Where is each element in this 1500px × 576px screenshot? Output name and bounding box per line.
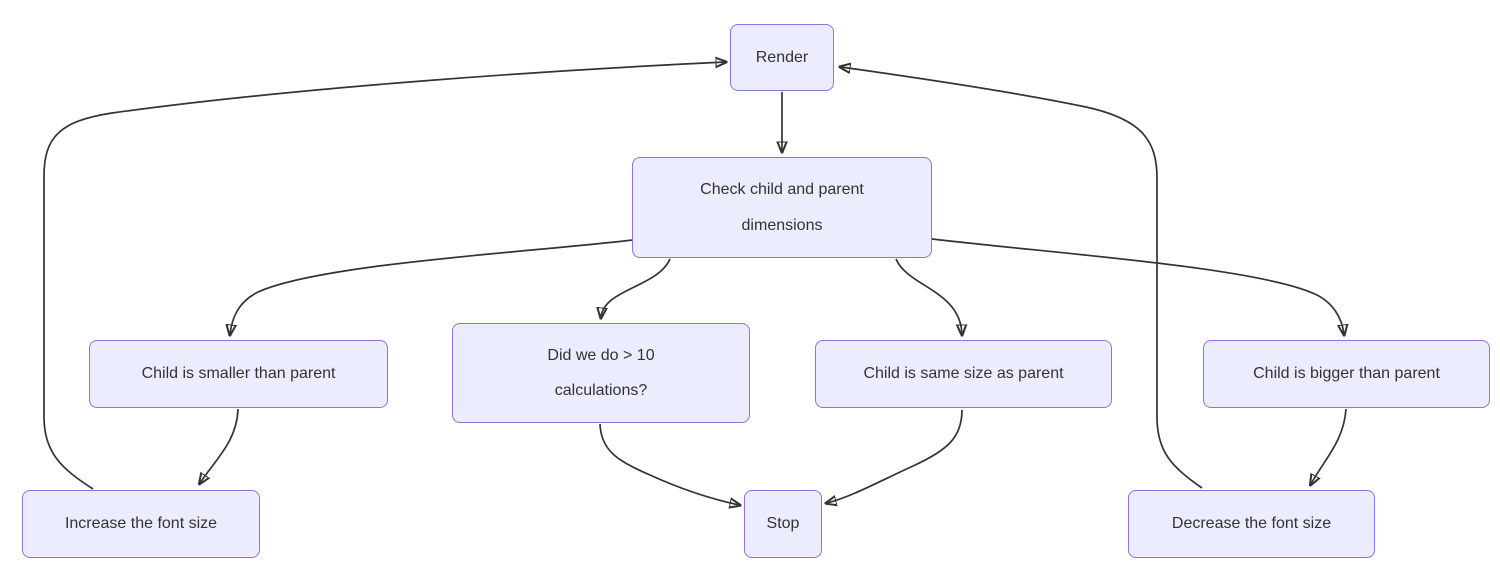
- edge-check-to-bigger: [931, 238, 1344, 334]
- edge-smaller-to-increase: [200, 408, 239, 483]
- node-render-label: Render: [755, 48, 809, 66]
- node-stop-label: Stop: [766, 515, 800, 533]
- node-child-smaller: Child is smaller than parent: [89, 340, 388, 408]
- node-render: Render: [730, 24, 834, 91]
- node-calculations-check: Did we do > 10 calculations?: [452, 323, 750, 423]
- node-child-bigger-label: Child is bigger than parent: [1253, 365, 1440, 383]
- edge-bigger-to-decrease: [1311, 408, 1347, 484]
- node-child-smaller-label: Child is smaller than parent: [141, 365, 336, 383]
- node-stop: Stop: [744, 490, 822, 558]
- edge-increase-to-render: [43, 62, 725, 490]
- node-calculations-check-label: Did we do > 10 calculations?: [547, 346, 655, 399]
- edge-calculations-to-stop: [599, 423, 739, 505]
- node-increase-font: Increase the font size: [22, 490, 260, 558]
- node-child-same-size: Child is same size as parent: [815, 340, 1112, 408]
- node-decrease-font: Decrease the font size: [1128, 490, 1375, 558]
- node-check-dimensions: Check child and parent dimensions: [632, 157, 932, 258]
- edge-same-to-stop: [827, 409, 963, 503]
- edge-check-to-calculations: [601, 258, 671, 317]
- edge-check-to-same: [895, 258, 962, 334]
- node-increase-font-label: Increase the font size: [64, 515, 218, 533]
- edge-check-to-smaller: [230, 239, 634, 334]
- node-check-dimensions-label: Check child and parent dimensions: [700, 181, 864, 234]
- node-child-same-size-label: Child is same size as parent: [863, 365, 1064, 383]
- node-child-bigger: Child is bigger than parent: [1203, 340, 1490, 408]
- edge-decrease-to-render: [841, 67, 1203, 489]
- node-decrease-font-label: Decrease the font size: [1171, 515, 1332, 533]
